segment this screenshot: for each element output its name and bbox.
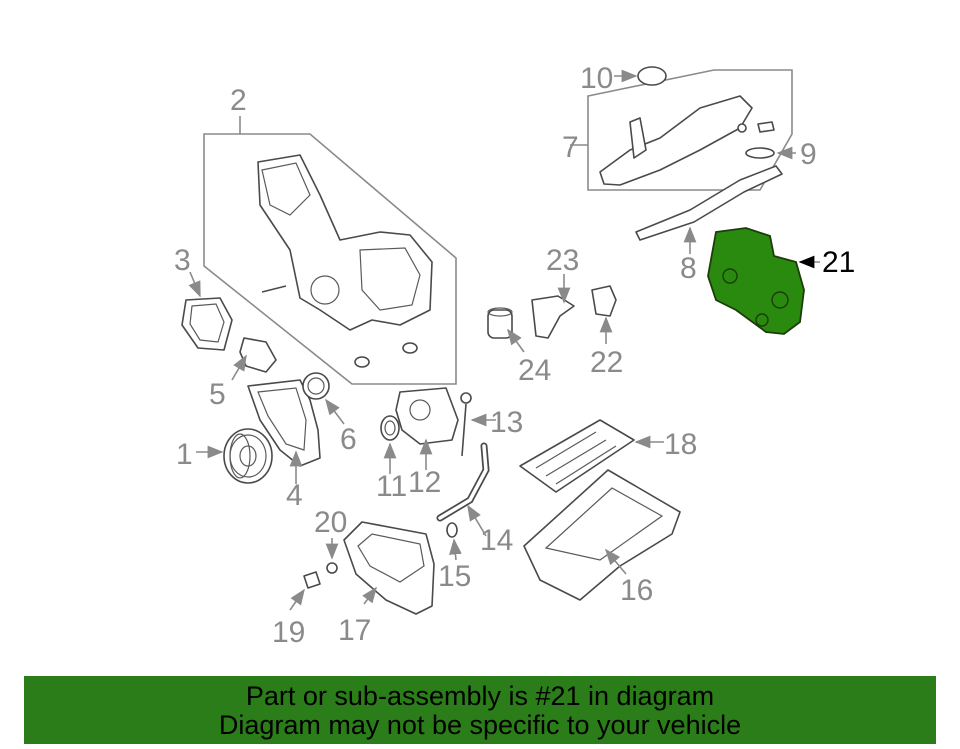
gasket-5[interactable] [231,337,277,381]
bracket-23[interactable] [531,274,575,339]
oil-pump-12[interactable] [395,387,459,470]
lower-oil-pan-17[interactable] [343,521,435,615]
label-3: 3 [174,244,191,277]
baffle-plate-18[interactable] [519,419,664,493]
upper-oil-pan-16[interactable] [523,469,681,601]
label-2: 2 [230,84,247,117]
o-ring-15[interactable] [446,522,462,561]
label-12: 12 [408,466,441,499]
oil-filler-cap[interactable] [614,66,667,86]
label-19: 19 [272,616,305,649]
label-16: 16 [620,574,653,607]
gasket-9[interactable] [745,146,796,160]
timing-cover-group[interactable] [203,116,457,385]
sensor-22[interactable] [591,285,617,344]
dipstick-tube-14[interactable] [436,442,490,537]
label-18: 18 [664,428,697,461]
label-4: 4 [286,479,303,512]
label-13: 13 [490,406,523,439]
label-8: 8 [680,252,697,285]
valve-cover-gasket[interactable] [635,165,783,254]
valve-cover-group[interactable] [570,69,793,191]
front-cover-gasket[interactable] [181,271,233,351]
banner-line-2: Diagram may not be specific to your vehi… [218,710,742,740]
label-10: 10 [580,62,613,95]
label-21: 21 [822,246,855,279]
label-9: 9 [800,138,817,171]
label-14: 14 [480,524,513,557]
dipstick-13[interactable] [460,392,496,457]
label-11: 11 [376,470,407,503]
label-17: 17 [338,614,371,647]
label-7: 7 [562,131,579,164]
banner-line-1: Part or sub-assembly is #21 in diagram [245,681,715,711]
label-6: 6 [340,423,357,456]
label-22: 22 [590,346,623,379]
label-20: 20 [314,506,347,539]
label-24: 24 [518,354,551,387]
drain-plug-19[interactable] [289,571,321,611]
crank-pulley[interactable] [196,428,273,484]
parts-diagram: 2 3 5 1 4 6 7 10 9 8 21 23 24 22 13 11 1… [174,62,855,649]
oil-filter[interactable] [487,307,525,353]
label-23: 23 [546,244,579,277]
highlighted-part-21[interactable] [707,227,820,335]
crank-seal[interactable] [302,372,345,425]
label-1: 1 [176,438,193,471]
washer-20[interactable] [325,538,339,574]
seal-11[interactable] [380,415,400,474]
label-15: 15 [438,560,471,593]
info-banner: Part or sub-assembly is #21 in diagram D… [24,676,936,744]
label-5: 5 [209,378,226,411]
